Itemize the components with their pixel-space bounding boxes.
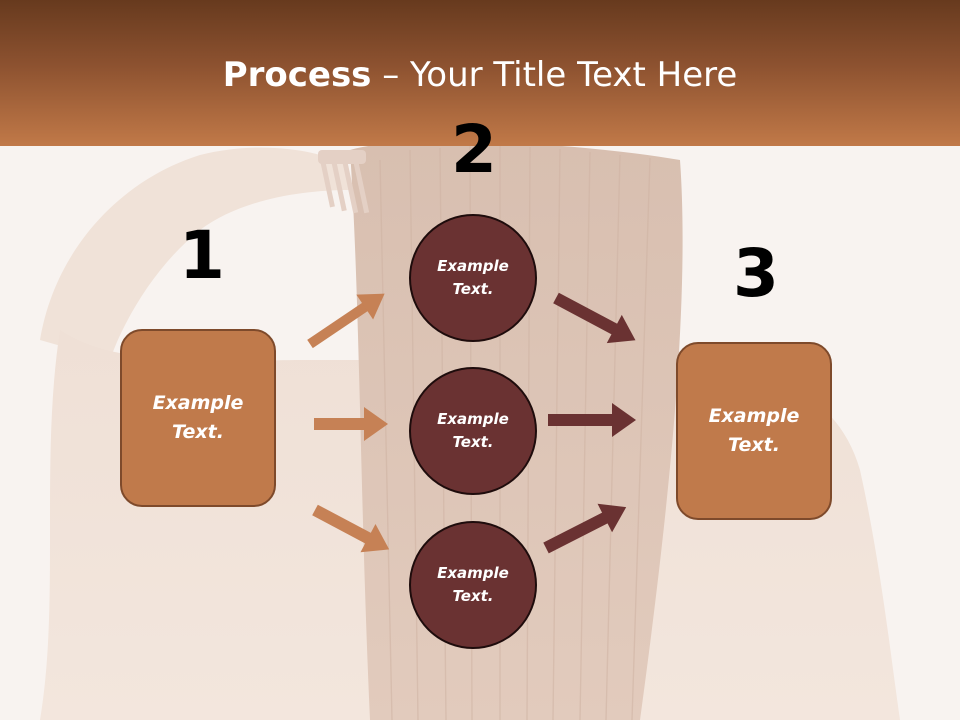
arrow-to-circle-bottom [312, 504, 390, 553]
arrow-to-circle-middle [314, 407, 388, 441]
title-rest: – Your Title Text Here [371, 55, 738, 95]
arrow-from-circle-middle [548, 403, 636, 437]
title-bold: Process [222, 55, 372, 95]
step-3-label: Example Text. [708, 405, 800, 456]
circle-middle: Example Text. [409, 367, 537, 495]
arrow-from-circle-bottom [543, 503, 627, 554]
circle-top: Example Text. [409, 214, 537, 342]
step-number-3: 3 [733, 235, 779, 312]
slide-title: Process – Your Title Text Here [0, 52, 960, 98]
step-number-2: 2 [451, 111, 497, 188]
circle-bottom: Example Text. [409, 521, 537, 649]
step-3-box: Example Text. [676, 342, 832, 520]
circle-middle-label: Example Text. [437, 410, 509, 451]
arrow-to-circle-top [307, 293, 385, 349]
step-1-box: Example Text. [120, 329, 276, 507]
circle-top-label: Example Text. [437, 257, 509, 298]
circle-bottom-label: Example Text. [437, 564, 509, 605]
step-number-1: 1 [179, 217, 225, 294]
arrow-from-circle-top [553, 292, 636, 344]
step-1-label: Example Text. [152, 392, 244, 443]
title-bar [0, 0, 960, 146]
